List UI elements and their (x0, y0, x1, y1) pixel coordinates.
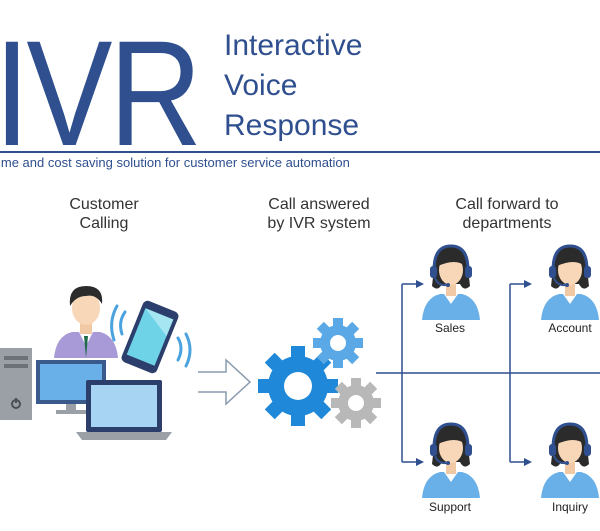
heading-customer-line2: Calling (79, 215, 129, 232)
gear-large (258, 346, 338, 426)
heading-forward: Call forward to departments (422, 195, 592, 233)
gears-icon (258, 318, 381, 428)
title-line-interactive: Interactive (224, 29, 363, 62)
dept-label-sales: Sales (434, 321, 466, 335)
smartphone-icon (121, 300, 179, 374)
signal-waves (110, 304, 192, 368)
heading-customer: Customer Calling (19, 195, 189, 233)
agent-headset-icon-inquiry (539, 421, 600, 498)
dept-label-account: Account (548, 321, 592, 335)
heading-ivr-line2: by IVR system (267, 215, 371, 232)
heading-ivr-line1: Call answered (268, 196, 370, 213)
heading-customer-line1: Customer (69, 196, 139, 213)
heading-ivr: Call answered by IVR system (234, 195, 404, 233)
title-line-voice: Voice (224, 69, 298, 102)
person-icon (54, 286, 118, 358)
agent-headset-icon-sales (420, 243, 482, 320)
gear-light (313, 318, 363, 368)
heading-forward-line2: departments (462, 215, 552, 232)
ivr-big-title: IVR (0, 9, 202, 177)
header-divider (0, 151, 600, 153)
title-line-response: Response (224, 109, 360, 142)
tagline: ime and cost saving solution for custome… (0, 155, 350, 170)
heading-forward-line1: Call forward to (455, 196, 559, 213)
agent-headset-icon-support (420, 421, 482, 498)
dept-label-support: Support (428, 500, 472, 514)
laptop-icon (76, 380, 172, 440)
arrow-right-icon (198, 358, 252, 406)
agent-headset-icon-account (539, 243, 600, 320)
forward-connectors (376, 280, 600, 466)
dept-label-inquiry: Inquiry (551, 500, 589, 514)
gear-gray (331, 378, 381, 428)
